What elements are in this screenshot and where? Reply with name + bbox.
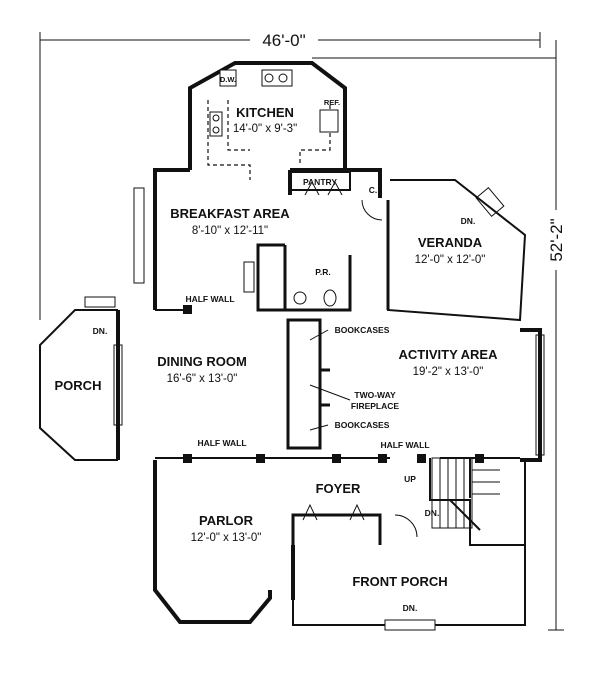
breakfast-label: BREAKFAST AREA [170, 206, 290, 221]
dining-size: 16'-6" x 13'-0" [167, 373, 238, 385]
veranda-size: 12'-0" x 12'-0" [415, 254, 486, 266]
powder-room-label: P.R. [315, 267, 330, 277]
veranda-label: VERANDA [418, 235, 483, 250]
depth-dimension-line [312, 40, 564, 631]
stairs-down-label: DN. [425, 508, 440, 518]
pointer-arrows [309, 329, 351, 431]
stairs [431, 457, 500, 531]
dining-label: DINING ROOM [157, 354, 247, 369]
activity-size: 19'-2" x 13'-0" [413, 366, 484, 378]
bookcases-label-top: BOOKCASES [335, 325, 390, 335]
bookcases-label-bottom: BOOKCASES [335, 420, 390, 430]
front-porch-label: FRONT PORCH [352, 574, 447, 589]
breakfast-size: 8'-10" x 12'-11" [192, 225, 268, 237]
overall-depth-label: 52'-2" [547, 218, 566, 261]
veranda-down-label: DN. [461, 216, 476, 226]
kitchen-size: 14'-0" x 9'-3" [233, 123, 297, 135]
dishwasher-label: D.W. [220, 75, 236, 84]
overall-width-label: 46'-0" [262, 31, 305, 50]
parlor-label: PARLOR [199, 513, 254, 528]
width-dimension-line [39, 32, 541, 320]
pantry-label: PANTRY [303, 177, 337, 187]
half-wall-posts [183, 305, 484, 463]
parlor-size: 12'-0" x 13'-0" [191, 532, 262, 544]
closet-label: C. [369, 185, 378, 195]
foyer-label: FOYER [316, 481, 361, 496]
doors [84, 180, 505, 631]
windows [113, 187, 545, 456]
porch-label: PORCH [55, 378, 102, 393]
refrigerator-label: REF. [324, 98, 340, 107]
half-wall-label-left: HALF WALL [197, 438, 246, 448]
porch-down-label: DN. [93, 326, 108, 336]
kitchen-fixtures [209, 69, 339, 137]
two-way-label: TWO-WAY [354, 390, 396, 400]
half-wall-label-right: HALF WALL [380, 440, 429, 450]
kitchen-label: KITCHEN [236, 105, 294, 120]
front-porch-down-label: DN. [403, 603, 418, 613]
half-wall-label-top: HALF WALL [185, 294, 234, 304]
stairs-up-label: UP [404, 474, 416, 484]
activity-label: ACTIVITY AREA [399, 347, 499, 362]
exterior-walls [39, 61, 542, 626]
fireplace-label: FIREPLACE [351, 401, 400, 411]
